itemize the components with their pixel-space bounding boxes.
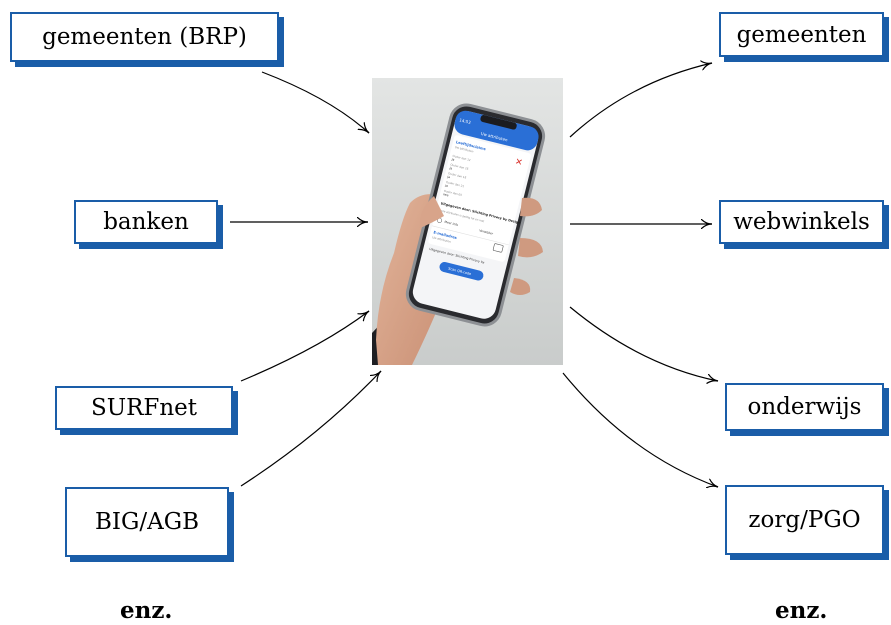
- card2-title: E-mailadres: [433, 230, 457, 240]
- source-box-gemeenten-brp: gemeenten (BRP): [10, 12, 279, 62]
- finger: [510, 278, 531, 295]
- attribute-value: ja: [444, 183, 449, 188]
- source-box-surfnet: SURFnet: [55, 386, 233, 430]
- card1-title: Leeftijdsclaims: [456, 140, 487, 151]
- etc-right: enz.: [775, 597, 828, 624]
- remove-link[interactable]: Verwijder: [479, 228, 494, 235]
- source-box-big-agb: BIG/AGB: [65, 487, 229, 557]
- target-box-gemeenten: gemeenten: [719, 12, 884, 57]
- target-box-zorg-pgo: zorg/PGO: [725, 485, 884, 555]
- scan-qr-label: Scan QR-code: [448, 267, 472, 277]
- target-label: gemeenten: [736, 21, 867, 48]
- card2-subtitle: Uw attributen: [432, 235, 452, 244]
- info-icon: [437, 217, 443, 223]
- arrow-surfnet-to-phone: [240, 311, 369, 382]
- attribute-value: nee: [443, 192, 450, 197]
- divider: [432, 225, 509, 246]
- attribute-key: Ouder dan 12: [452, 154, 471, 162]
- attribute-value: ja: [448, 166, 453, 171]
- thumb: [419, 196, 444, 228]
- phone: 14:53 Uw attributen Leeftijdsclaims Uw a…: [405, 103, 546, 327]
- arrow-phone-to-onderwijs: [569, 306, 718, 381]
- target-box-webwinkels: webwinkels: [719, 200, 884, 244]
- target-label: onderwijs: [747, 394, 862, 420]
- finger: [520, 197, 542, 217]
- target-label: webwinkels: [733, 209, 870, 235]
- attribute-key: Ouder dan 65: [443, 189, 462, 197]
- target-box-onderwijs: onderwijs: [725, 383, 884, 431]
- attribute-key: Ouder dan 16: [450, 162, 469, 170]
- attribute-key: Ouder dan 21: [446, 180, 465, 188]
- attribute-value: ja: [446, 174, 451, 179]
- status-time: 14:53: [459, 117, 472, 125]
- app-header: [454, 110, 539, 151]
- arrow-gemeenten-brp-to-phone: [261, 71, 369, 133]
- attribute-key: Ouder dan 18: [448, 171, 467, 179]
- arrow-phone-to-zorg-pgo: [562, 372, 718, 487]
- issuer-logo-icon: ✕: [514, 157, 524, 169]
- attribute-card: [428, 135, 531, 262]
- card1-subtitle: Uw attributen: [454, 145, 474, 154]
- source-box-banken: banken: [74, 200, 218, 244]
- etc-left: enz.: [120, 597, 173, 624]
- more-info-link[interactable]: Meer info: [444, 220, 459, 227]
- app-header-title: Uw attributen: [480, 131, 508, 143]
- phone-notch: [480, 115, 517, 130]
- mail-icon: [492, 243, 504, 253]
- source-label: banken: [103, 209, 189, 235]
- source-label: SURFnet: [90, 395, 198, 421]
- source-label: gemeenten (BRP): [42, 24, 247, 50]
- arrow-phone-to-gemeenten: [569, 63, 712, 138]
- scan-qr-button[interactable]: [438, 261, 484, 282]
- phone-photo: 14:53 Uw attributen Leeftijdsclaims Uw a…: [372, 78, 563, 365]
- attribute-value: ja: [450, 157, 455, 162]
- target-label: zorg/PGO: [748, 507, 861, 533]
- source-label: BIG/AGB: [95, 509, 199, 535]
- arrow-big-agb-to-phone: [240, 371, 381, 487]
- finger: [518, 238, 543, 258]
